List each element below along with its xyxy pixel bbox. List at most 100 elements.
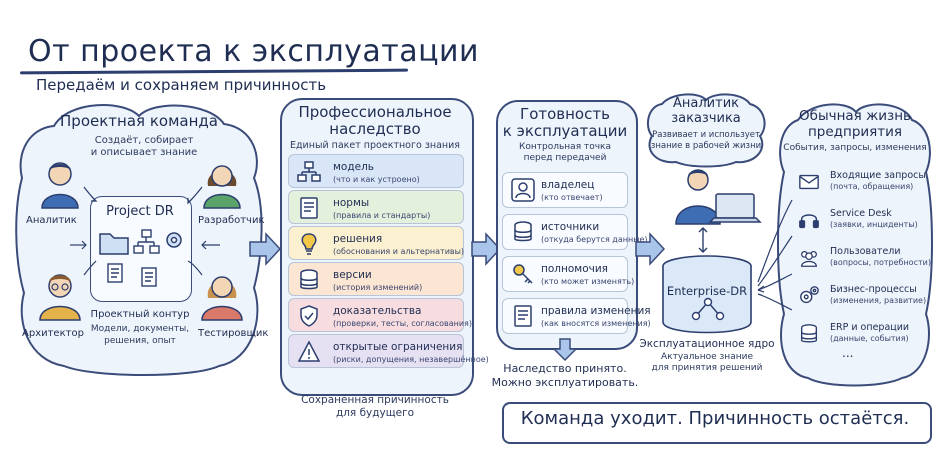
life-item-label: Бизнес-процессы bbox=[830, 284, 917, 295]
life-item-business-processes: Бизнес-процессы (изменения, развитие) bbox=[790, 282, 940, 312]
warning-icon bbox=[297, 340, 321, 362]
readiness-item-desc: (кто отвечает) bbox=[541, 193, 603, 202]
heritage-item-label: нормы bbox=[333, 197, 370, 209]
contour-description: Модели, документы, решения, опыт bbox=[90, 324, 190, 346]
tester-avatar bbox=[201, 276, 243, 321]
role-analyst: Аналитик bbox=[26, 215, 77, 226]
life-item-label: ERP и операции bbox=[830, 322, 910, 333]
customer-cloud bbox=[646, 93, 766, 168]
customer-heading: Аналитик заказчика bbox=[671, 96, 741, 126]
role-developer: Разработчик bbox=[198, 215, 265, 226]
database-icon bbox=[800, 324, 818, 343]
heritage-item-label: открытые ограничения bbox=[333, 341, 463, 353]
flow-arrow-3 bbox=[635, 232, 666, 266]
life-more: ... bbox=[842, 346, 854, 360]
life-item-desc: (изменения, развитие) bbox=[830, 296, 927, 305]
heritage-item-label: доказательства bbox=[333, 305, 422, 317]
core-label: Enterprise-DR bbox=[666, 284, 748, 298]
document-icon bbox=[300, 197, 318, 219]
heritage-item-label: решения bbox=[333, 233, 383, 245]
database-icon bbox=[514, 221, 532, 242]
role-architect: Архитектор bbox=[22, 328, 84, 339]
life-item-desc: (заявки, инциденты) bbox=[830, 220, 918, 229]
heritage-item-norms: нормы (правила и стандарты) bbox=[288, 190, 464, 224]
life-list: Входящие запросы (почта, обращения) Serv… bbox=[790, 168, 940, 368]
readiness-item-authority: полномочия (кто может изменять) bbox=[502, 256, 634, 292]
heritage-list: модель (что и как устроено) нормы (прави… bbox=[288, 154, 489, 370]
readiness-item-label: полномочия bbox=[541, 263, 608, 275]
project-dr-icons bbox=[99, 229, 182, 287]
lightbulb-icon bbox=[301, 233, 317, 255]
heritage-item-desc: (обоснования и альтернативы) bbox=[333, 247, 465, 256]
customer-core-link-arrow bbox=[698, 227, 708, 253]
readiness-item-change-rules: правила изменения (как вносятся изменени… bbox=[502, 298, 651, 334]
team-connector-arrows bbox=[70, 186, 220, 276]
life-item-users: Пользователи (вопросы, потребности) bbox=[790, 244, 940, 274]
life-item-desc: (почта, обращения) bbox=[830, 182, 914, 191]
life-heading: Обычная жизнь предприятия bbox=[799, 108, 911, 140]
life-item-erp: ERP и операции (данные, события) bbox=[790, 320, 940, 350]
network-icon bbox=[691, 297, 725, 321]
life-item-label: Service Desk bbox=[830, 208, 892, 219]
key-icon bbox=[513, 264, 533, 284]
mail-icon bbox=[799, 174, 819, 190]
life-to-core-arrows bbox=[757, 199, 793, 311]
flow-arrow-2 bbox=[471, 232, 502, 266]
analyst-avatar bbox=[41, 162, 79, 209]
folder-icon bbox=[99, 233, 129, 255]
team-heading: Проектная команда bbox=[60, 112, 218, 130]
customer-analyst-avatar bbox=[675, 169, 762, 225]
life-item-requests: Входящие запросы (почта, обращения) bbox=[790, 168, 940, 198]
role-tester: Тестировщик bbox=[198, 328, 269, 339]
readiness-heading: Готовность к эксплуатации bbox=[502, 105, 628, 140]
readiness-item-label: владелец bbox=[541, 179, 595, 191]
life-item-label: Входящие запросы bbox=[830, 170, 926, 181]
slogan-text: Команда уходит. Причинность остаётся. bbox=[520, 408, 910, 429]
heritage-item-desc: (правила и стандарты) bbox=[333, 211, 431, 220]
readiness-item-label: источники bbox=[541, 221, 600, 233]
core-description: Актуальное знание для принятия решений bbox=[651, 352, 763, 373]
checklist-icon bbox=[514, 305, 532, 327]
document-icon bbox=[107, 263, 157, 287]
developer-avatar bbox=[203, 165, 241, 209]
readiness-item-label: правила изменения bbox=[541, 305, 651, 317]
readiness-down-arrow bbox=[552, 338, 578, 362]
life-item-service-desk: Service Desk (заявки, инциденты) bbox=[790, 206, 940, 236]
heritage-item-label: модель bbox=[333, 161, 374, 173]
project-dr-label: Project DR bbox=[106, 204, 174, 219]
person-icon bbox=[511, 178, 535, 202]
heritage-item-label: версии bbox=[333, 269, 372, 281]
heritage-item-constraints: открытые ограничения (риски, допущения, … bbox=[288, 334, 489, 368]
headset-icon bbox=[799, 214, 819, 229]
life-cloud bbox=[777, 103, 933, 387]
life-item-desc: (данные, события) bbox=[830, 334, 909, 343]
heritage-item-model: модель (что и как устроено) bbox=[288, 154, 464, 188]
life-item-desc: (вопросы, потребности) bbox=[830, 258, 931, 267]
heritage-item-versions: версии (история изменений) bbox=[288, 262, 464, 296]
team-description: Создаёт, собирает и описывает знание bbox=[90, 135, 198, 158]
heritage-item-desc: (проверки, тесты, согласования) bbox=[333, 319, 472, 328]
readiness-item-desc: (кто может изменять) bbox=[541, 277, 635, 286]
page-title: От проекта к эксплуатации bbox=[28, 34, 480, 69]
life-subtitle: События, запросы, изменения bbox=[783, 143, 927, 153]
heritage-subtitle: Единый пакет проектного знания bbox=[289, 140, 461, 151]
slogan-box bbox=[502, 402, 932, 444]
readiness-item-desc: (откуда берутся данные) bbox=[541, 235, 648, 244]
life-item-label: Пользователи bbox=[830, 246, 901, 257]
heritage-heading: Профессиональное наследство bbox=[298, 103, 452, 138]
page-subtitle: Передаём и сохраняем причинность bbox=[36, 76, 327, 94]
shield-icon bbox=[300, 305, 318, 327]
readiness-item-sources: источники (откуда берутся данные) bbox=[502, 214, 648, 250]
customer-description: Развивает и использует знание в рабочей … bbox=[650, 130, 762, 151]
contour-title: Проектный контур bbox=[90, 309, 190, 320]
heritage-item-decisions: решения (обоснования и альтернативы) bbox=[288, 226, 464, 260]
laptop-icon bbox=[708, 193, 762, 223]
readiness-subtitle: Контрольная точка перед передачей bbox=[519, 142, 611, 163]
readiness-list: владелец (кто отвечает) источники (откуд… bbox=[502, 172, 651, 340]
readiness-item-owner: владелец (кто отвечает) bbox=[502, 172, 628, 208]
gear-icon bbox=[166, 232, 182, 248]
readiness-footer: Наследство принято. Можно эксплуатироват… bbox=[491, 362, 639, 389]
database-icon bbox=[300, 269, 318, 290]
enterprise-dr-core bbox=[662, 255, 752, 334]
gears-icon bbox=[800, 286, 819, 304]
